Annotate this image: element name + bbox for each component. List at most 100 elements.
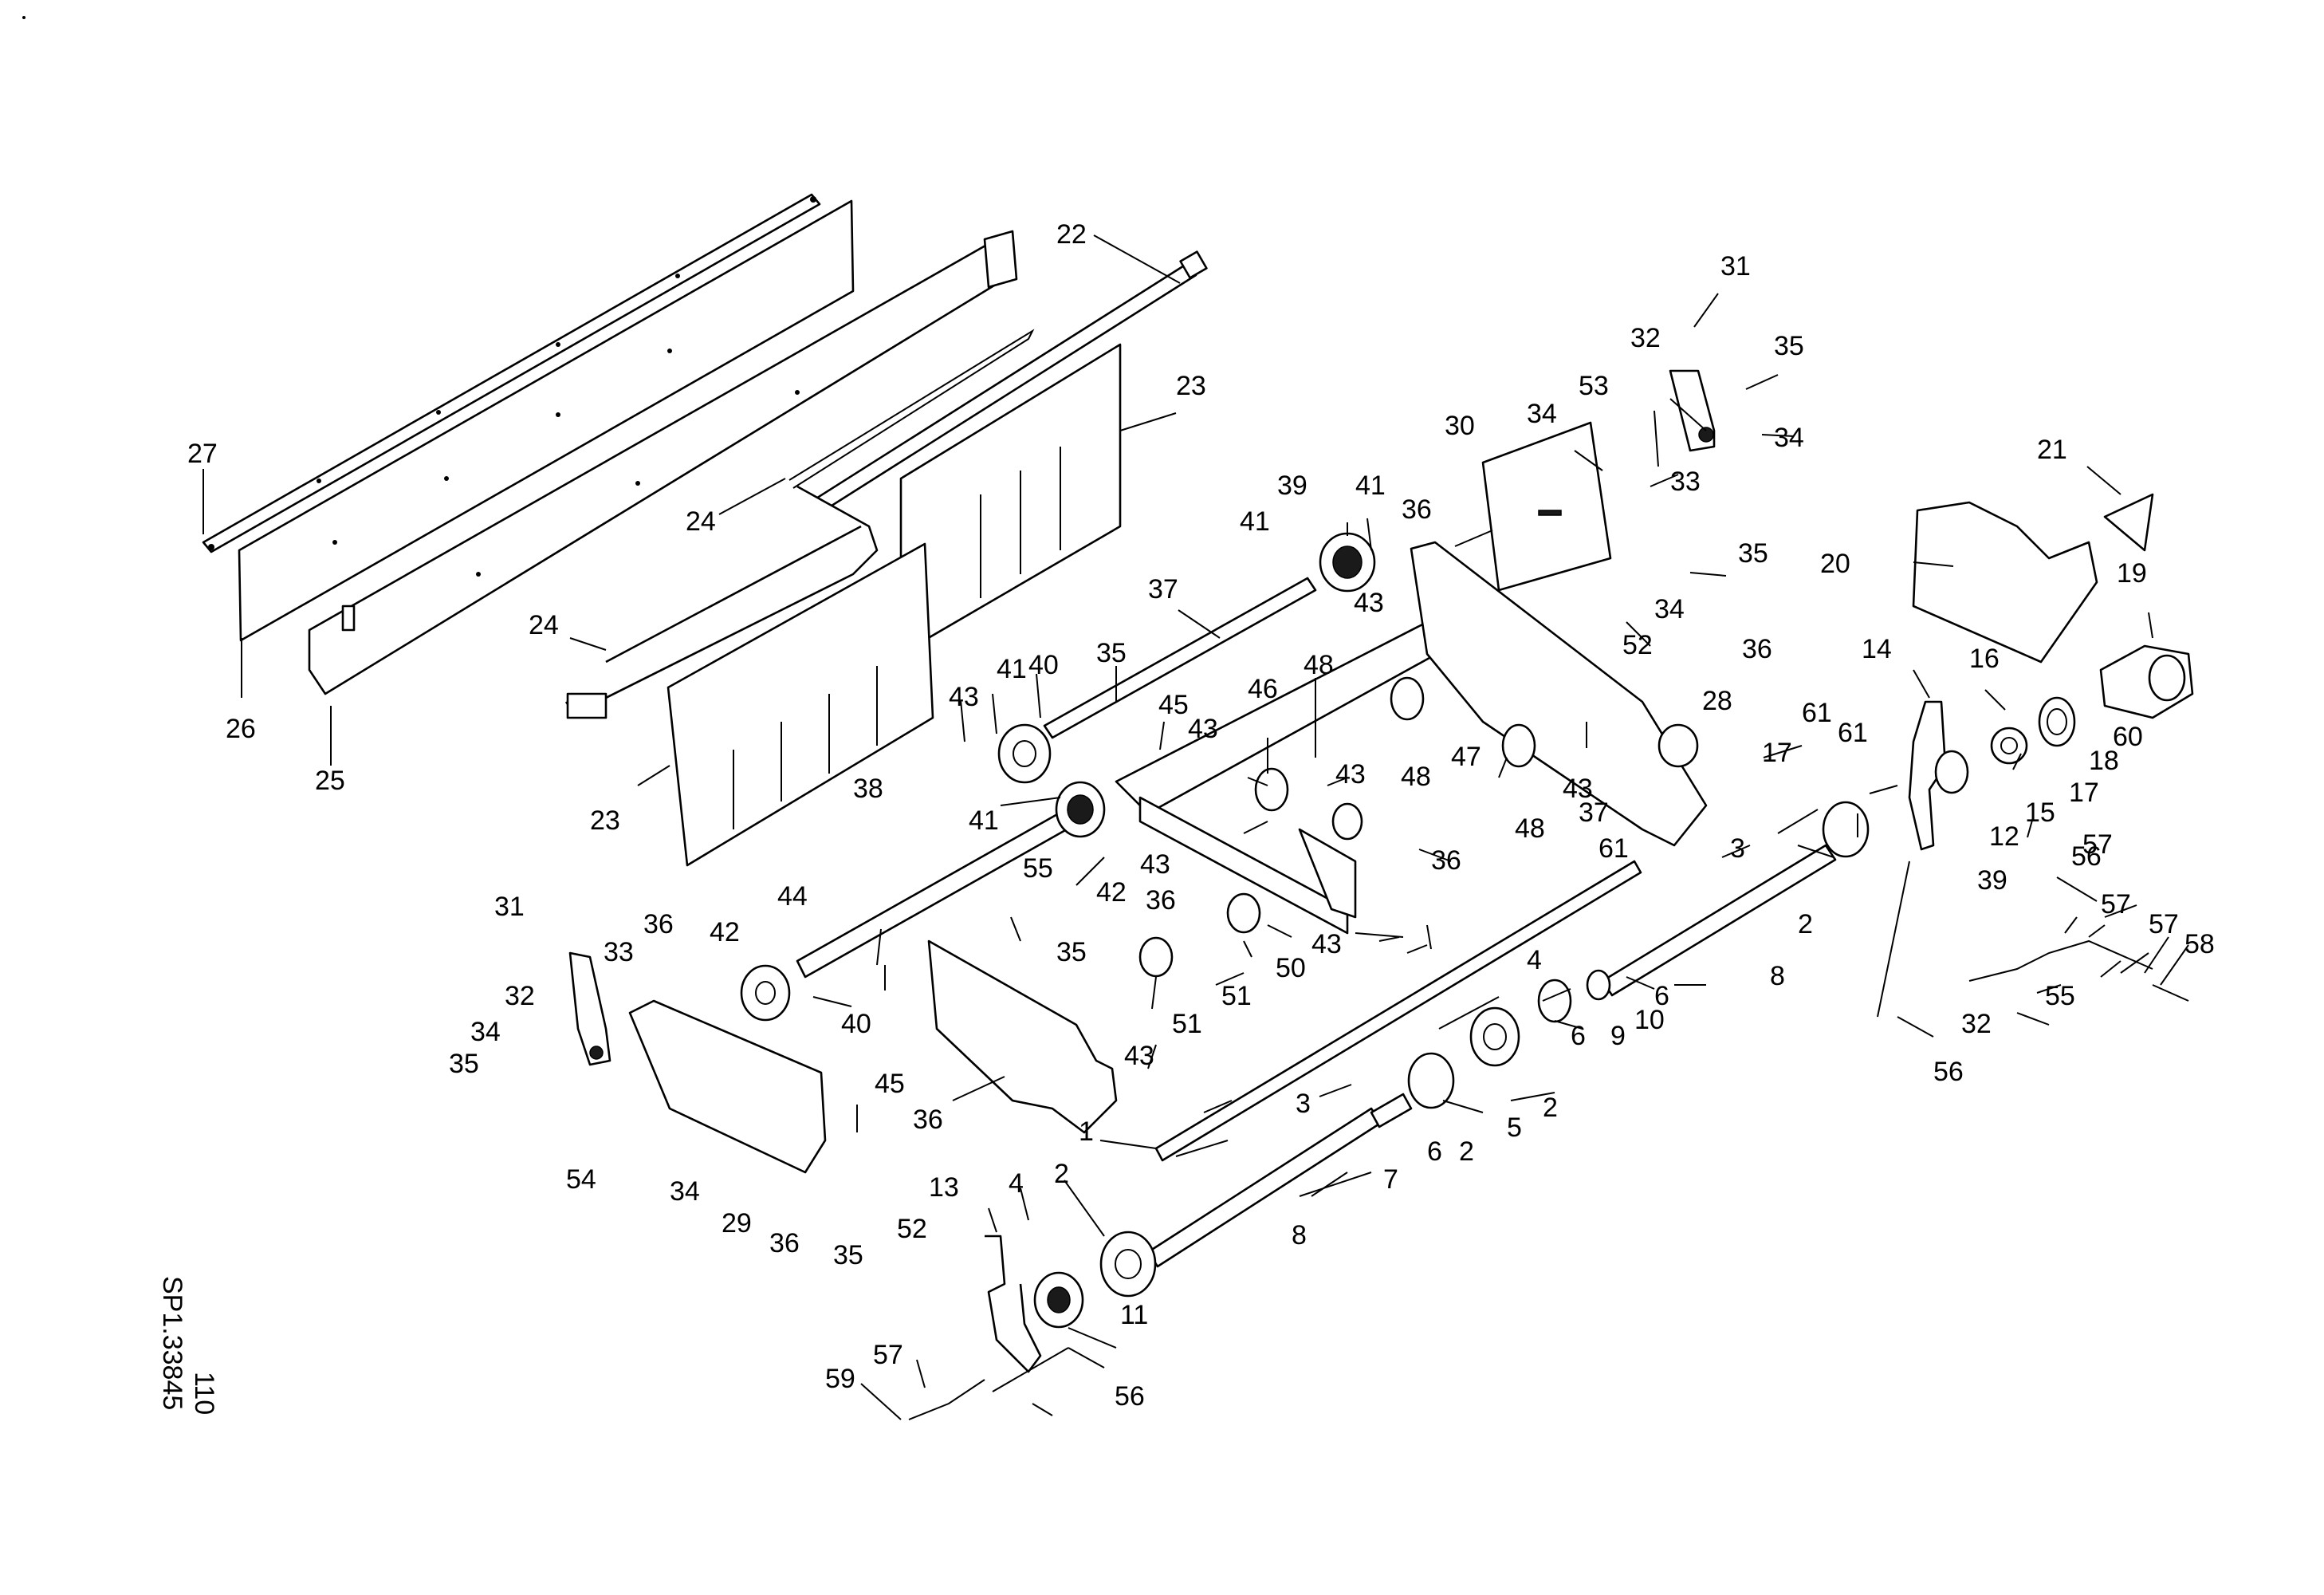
pulley-40-lower bbox=[1055, 781, 1106, 838]
callout-32: 32 bbox=[505, 981, 535, 1011]
callout-37: 37 bbox=[1148, 574, 1178, 605]
callout-41: 42 bbox=[710, 917, 740, 947]
callout-2: 2 bbox=[1543, 1093, 1558, 1123]
callout-41: 41 bbox=[997, 654, 1027, 684]
corner-dot bbox=[22, 16, 26, 19]
shaft-1 bbox=[1154, 860, 1642, 1162]
rail-27 bbox=[202, 193, 821, 553]
callout-28: 28 bbox=[1702, 686, 1732, 716]
bracket-30 bbox=[1481, 421, 1612, 592]
callout-24: 24 bbox=[686, 506, 716, 537]
callout-35: 35 bbox=[449, 1049, 479, 1079]
callout-36: 36 bbox=[643, 909, 674, 939]
callout-36: 36 bbox=[913, 1105, 943, 1135]
callout-31: 31 bbox=[494, 892, 525, 922]
hardware-chain-right bbox=[1968, 939, 2153, 982]
callout-7: 7 bbox=[1383, 1164, 1398, 1195]
callout-61: 61 bbox=[1598, 833, 1629, 864]
callout-35: 35 bbox=[1056, 937, 1087, 967]
callout-34: 34 bbox=[1654, 594, 1685, 624]
rail-24 bbox=[564, 329, 1035, 719]
rail-25 bbox=[308, 230, 1018, 695]
callout-2: 2 bbox=[1054, 1159, 1069, 1189]
callout-34: 34 bbox=[1774, 423, 1804, 453]
callout-52: 54 bbox=[566, 1164, 596, 1195]
callout-15: 15 bbox=[2025, 798, 2055, 828]
shaft-37-upper bbox=[1043, 577, 1317, 739]
callout-20: 20 bbox=[1820, 549, 1850, 579]
callout-48: 51 bbox=[1172, 1009, 1202, 1039]
callout-25: 25 bbox=[315, 766, 345, 796]
callout-34: 34 bbox=[470, 1017, 501, 1047]
callout-59: 61 bbox=[1802, 698, 1832, 728]
callout-11: 11 bbox=[1120, 1300, 1148, 1330]
callout-34: 34 bbox=[1527, 399, 1557, 429]
callout-40: 41 bbox=[969, 805, 999, 836]
callout-34: 34 bbox=[670, 1176, 700, 1207]
callout-1: 1 bbox=[1079, 1116, 1094, 1147]
callout-21: 21 bbox=[2037, 435, 2067, 465]
callout-35: 35 bbox=[1774, 331, 1804, 361]
callout-32: 32 bbox=[1630, 323, 1661, 353]
callout-39: 40 bbox=[841, 1009, 871, 1039]
callout-43: 43 bbox=[1311, 929, 1342, 959]
callout-4: 4 bbox=[1527, 945, 1542, 975]
arm-31-upper bbox=[1669, 369, 1716, 452]
callout-51: 52 bbox=[897, 1214, 927, 1244]
pulley-12 bbox=[1934, 750, 1969, 794]
callout-46: 48 bbox=[1401, 762, 1431, 792]
roller-45-a bbox=[1390, 676, 1425, 721]
gear-2-middle bbox=[1407, 1052, 1455, 1109]
callout-43: 43 bbox=[1563, 774, 1593, 804]
rod-55-left bbox=[992, 1347, 1069, 1392]
callout-41: 41 bbox=[1240, 506, 1270, 537]
callout-55: 56 bbox=[1115, 1381, 1145, 1412]
page-number: 110 bbox=[189, 1372, 219, 1415]
sprocket-15 bbox=[1990, 727, 2028, 765]
gear-2-right bbox=[1822, 801, 1870, 858]
callout-37: 38 bbox=[853, 774, 883, 804]
callout-55: 56 bbox=[1933, 1057, 1964, 1087]
callout-47: 48 bbox=[1304, 650, 1334, 680]
callout-6: 6 bbox=[1654, 981, 1669, 1011]
gear-2-right-middle bbox=[1469, 1006, 1520, 1067]
callout-57: 58 bbox=[2184, 929, 2215, 959]
roller-43 bbox=[1331, 802, 1363, 841]
callout-23: 23 bbox=[1176, 371, 1206, 401]
callout-43: 43 bbox=[1124, 1041, 1154, 1071]
plate-lower-left bbox=[927, 939, 1118, 1134]
callout-56: 57 bbox=[873, 1340, 903, 1370]
pulley-11 bbox=[1033, 1271, 1084, 1329]
callout-35: 36 bbox=[769, 1228, 800, 1258]
callout-4: 4 bbox=[1009, 1168, 1024, 1199]
callout-57: 57 bbox=[2101, 889, 2131, 920]
callout-39: 39 bbox=[1277, 471, 1307, 501]
callout-43: 43 bbox=[1335, 759, 1366, 790]
lever-13 bbox=[985, 1235, 1042, 1373]
callout-16: 16 bbox=[1969, 644, 2000, 674]
callout-38: 39 bbox=[1977, 865, 2007, 896]
callout-9: 9 bbox=[1610, 1021, 1626, 1051]
callout-3: 3 bbox=[1296, 1089, 1311, 1119]
callout-36: 36 bbox=[1402, 494, 1432, 525]
callout-51: 52 bbox=[1622, 630, 1653, 660]
pulley-39-upper bbox=[1319, 532, 1376, 593]
callout-40: 40 bbox=[1028, 650, 1059, 680]
callout-57: 59 bbox=[825, 1364, 855, 1394]
callout-53: 55 bbox=[1023, 853, 1053, 884]
callout-43: 43 bbox=[1188, 714, 1218, 744]
callout-17: 17 bbox=[1762, 738, 1792, 768]
leader-lines bbox=[203, 234, 2189, 1420]
motor-19 bbox=[2099, 644, 2194, 719]
bearing-18 bbox=[2038, 696, 2076, 747]
roller-48-a bbox=[1501, 723, 1536, 768]
arm-31-lower bbox=[568, 951, 611, 1066]
callout-36: 37 bbox=[1579, 798, 1609, 828]
callout-56: 57 bbox=[2149, 909, 2179, 939]
warning-triangle-21 bbox=[2103, 493, 2154, 552]
callout-44: 45 bbox=[1158, 690, 1189, 720]
callout-54: 55 bbox=[2045, 981, 2075, 1011]
callout-43: 44 bbox=[777, 881, 808, 912]
callout-33: 33 bbox=[1670, 467, 1701, 497]
callout-36: 36 bbox=[1742, 634, 1772, 664]
